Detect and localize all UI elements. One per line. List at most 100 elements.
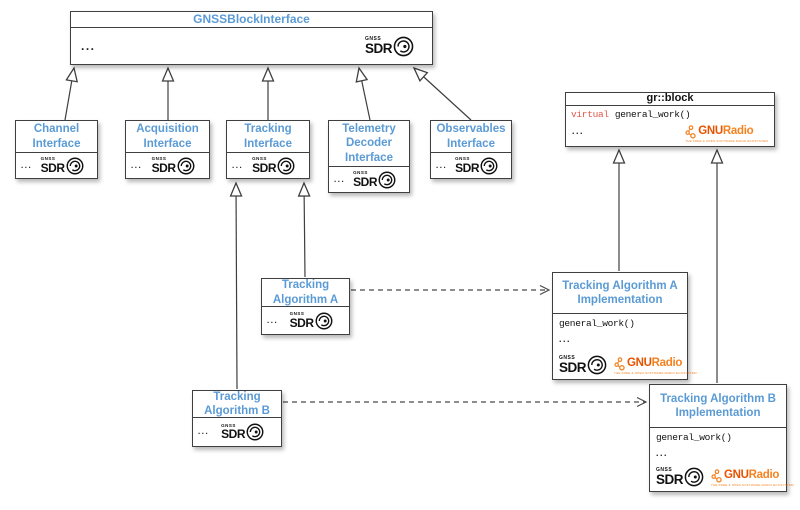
- sdr-swirl-icon: [246, 423, 264, 441]
- sdr-swirl-icon: [277, 157, 295, 174]
- arrow-observables-to-gnssblock: [412, 66, 472, 121]
- gnuradio-tagline: THE FREE & OPEN SOFTWARE RADIO ECOSYSTEM: [614, 371, 697, 375]
- gnuradio-logo-gnu: GNU: [698, 125, 723, 138]
- gnss-sdr-logo: GNSS SDR: [365, 36, 414, 57]
- gnss-sdr-logo-top: GNSS: [353, 170, 368, 176]
- gnss-sdr-logo-main: SDR: [559, 359, 587, 375]
- gnuradio-icon: [711, 469, 722, 483]
- gnuradio-tagline: THE FREE & OPEN SOFTWARE RADIO ECOSYSTEM: [711, 483, 794, 487]
- inheritance-arrows: [64, 66, 724, 390]
- gnuradio-logo-radio: Radio: [748, 469, 780, 482]
- box-title: Tracking Algorithm A Implementation: [553, 273, 687, 314]
- gnuradio-logo-radio: Radio: [722, 125, 754, 138]
- gnuradio-logo-radio: Radio: [651, 357, 683, 370]
- gnss-sdr-logo-main: SDR: [252, 160, 276, 175]
- gnss-sdr-logo-main: SDR: [353, 174, 377, 189]
- ellipsis-member: ...: [334, 174, 346, 184]
- box-title: Tracking Algorithm A: [262, 279, 349, 307]
- sdr-swirl-icon: [378, 171, 396, 188]
- box-title: Telemetry Decoder Interface: [329, 121, 409, 167]
- box-title: Tracking Interface: [227, 121, 309, 153]
- dependency-arrows: [283, 284, 648, 408]
- ellipsis-member: ...: [131, 160, 143, 170]
- ellipsis-member: ...: [572, 126, 585, 136]
- box-gnss-block-interface: GNSSBlockInterface ... GNSS SDR: [70, 11, 433, 65]
- ellipsis-member: ...: [267, 315, 279, 325]
- gnss-sdr-logo-top: GNSS: [221, 422, 236, 428]
- box-body: ... GNSS SDR: [71, 28, 432, 64]
- box-tracking-algorithm-b-implementation: Tracking Algorithm B Implementation gene…: [649, 384, 794, 492]
- box-title: Tracking Algorithm B Implementation: [650, 385, 786, 428]
- sdr-swirl-icon: [66, 157, 83, 174]
- method-general-work: general_work(): [656, 432, 732, 443]
- ellipsis-member: ...: [656, 448, 669, 458]
- gnss-sdr-logo-main: SDR: [455, 160, 479, 175]
- arrow-channel-to-gnssblock: [64, 66, 79, 121]
- member-virtual-general-work: virtual general_work(): [571, 109, 691, 120]
- gnss-sdr-logo-main: SDR: [221, 427, 245, 442]
- box-title: Acquisition Interface: [126, 121, 209, 153]
- ellipsis-member: ...: [21, 160, 33, 170]
- box-title: GNSSBlockInterface: [71, 12, 432, 28]
- gnss-sdr-logo-main: SDR: [151, 160, 176, 175]
- gnuradio-logo-gnu: GNU: [724, 469, 749, 482]
- sdr-swirl-icon: [177, 157, 194, 174]
- gnss-sdr-logo-main: SDR: [40, 160, 65, 175]
- gnss-sdr-logo-top: GNSS: [559, 354, 576, 361]
- box-tracking-algorithm-a-implementation: Tracking Algorithm A Implementation gene…: [552, 272, 697, 380]
- sdr-swirl-icon: [315, 312, 332, 329]
- ellipsis-member: ...: [198, 427, 210, 436]
- ellipsis-member: ...: [436, 160, 448, 170]
- method-general-work: general_work(): [614, 109, 691, 120]
- ellipsis-member: ...: [232, 160, 244, 170]
- sdr-swirl-icon: [587, 355, 607, 375]
- sdr-swirl-icon: [480, 157, 498, 174]
- box-title: Channel Interface: [16, 121, 97, 153]
- gnss-sdr-logo-top: GNSS: [252, 156, 267, 162]
- gnss-sdr-logo-top: GNSS: [40, 156, 56, 162]
- ellipsis-member: ...: [81, 39, 96, 53]
- sdr-swirl-icon: [684, 467, 704, 487]
- gnss-sdr-logo-top: GNSS: [364, 35, 382, 42]
- gnss-sdr-logo-main: SDR: [656, 471, 684, 487]
- gnss-sdr-logo-top: GNSS: [151, 156, 167, 162]
- box-title: Tracking Algorithm B: [193, 391, 281, 418]
- gnuradio-logo-gnu: GNU: [627, 357, 652, 370]
- box-title: Observables Interface: [431, 121, 511, 153]
- sdr-swirl-icon: [393, 36, 414, 56]
- gnss-sdr-logo-top: GNSS: [455, 156, 470, 162]
- gnuradio-icon: [614, 357, 625, 371]
- keyword-virtual: virtual: [571, 109, 609, 120]
- method-general-work: general_work(): [559, 318, 635, 329]
